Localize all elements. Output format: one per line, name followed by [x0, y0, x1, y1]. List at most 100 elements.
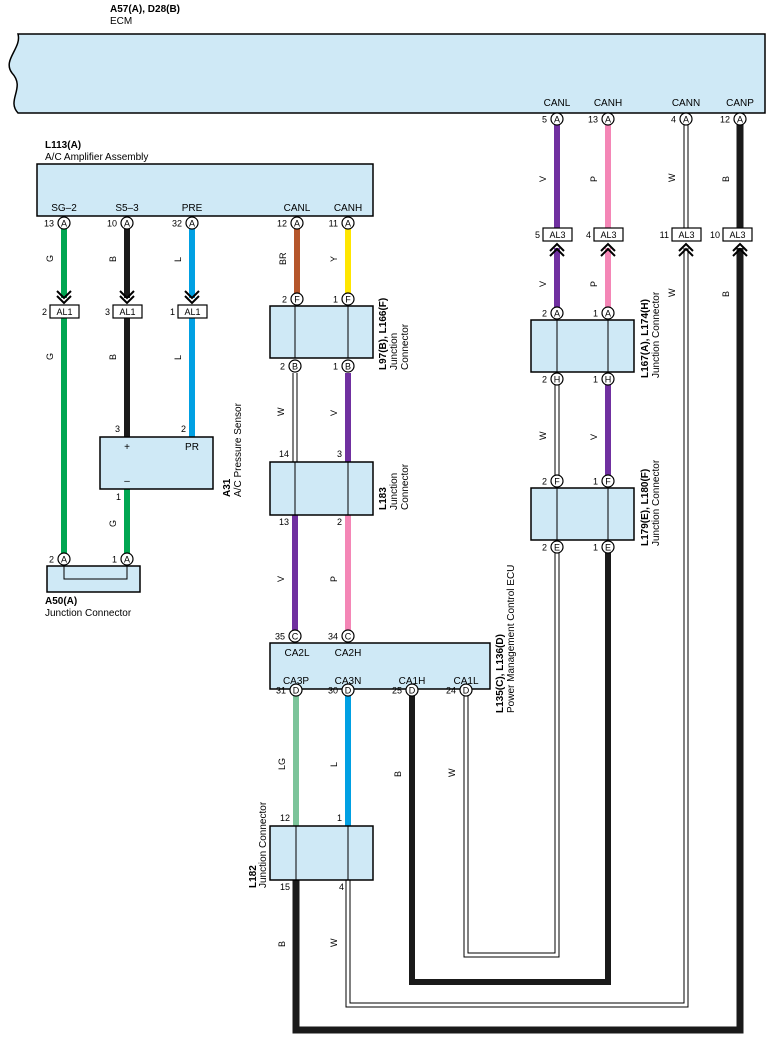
wire-code-v-l183: V	[276, 576, 286, 582]
ac-amp-pin-s53: A 10	[107, 216, 134, 230]
a50-name: Junction Connector	[45, 608, 132, 619]
wire-code-l-pm: L	[329, 762, 339, 767]
jc-l179-name: Junction Connector	[651, 459, 662, 546]
svg-text:AL3: AL3	[729, 230, 745, 240]
jc-l183-box	[269, 461, 374, 516]
jc-l179-id: L179(E), L180(F)	[640, 469, 651, 546]
al3-connector-5: AL3 5	[535, 227, 573, 257]
al1-connector-1: AL1 1	[170, 290, 208, 319]
svg-text:1: 1	[593, 375, 598, 385]
svg-text:5: 5	[542, 115, 547, 125]
pm-ecu-name: Power Management Control ECU	[506, 565, 517, 713]
svg-text:1: 1	[333, 295, 338, 305]
pm-ecu-box	[269, 642, 491, 690]
jc-l179-pin-bot-2: E 2	[542, 540, 564, 554]
svg-text:12: 12	[277, 219, 287, 229]
wire-code-l2: L	[173, 355, 183, 360]
svg-text:2: 2	[542, 309, 547, 319]
wire-code-lg: LG	[277, 758, 287, 770]
jc-l182-name: Junction Connector	[258, 801, 269, 888]
svg-text:AL1: AL1	[184, 307, 200, 317]
svg-text:A: A	[189, 219, 195, 229]
svg-text:1: 1	[593, 477, 598, 487]
svg-text:B: B	[345, 362, 351, 372]
jc-l97-id: L97(B), L166(F)	[378, 298, 389, 370]
jc-l182-pin-1: 1	[337, 813, 342, 823]
svg-text:13: 13	[44, 219, 54, 229]
jc-l179-pin-top-1: F 1	[593, 474, 615, 488]
jc-l167-box	[530, 319, 635, 373]
wire-code-b1: B	[108, 256, 118, 262]
jc-l182-id: L182	[248, 865, 259, 888]
pm-ecu-id: L135(C), L136(D)	[495, 634, 506, 713]
svg-text:AL1: AL1	[56, 307, 72, 317]
ecm-pin-label-cann: CANN	[672, 98, 700, 109]
wire-code-br: BR	[278, 252, 288, 265]
svg-text:11: 11	[329, 219, 338, 229]
jc-l167-pin-bot-1: H 1	[593, 372, 615, 386]
svg-text:4: 4	[586, 230, 591, 240]
al1-connector-2: AL1 2	[42, 290, 80, 319]
sensor-minus: –	[124, 476, 130, 487]
svg-text:2: 2	[542, 543, 547, 553]
sensor-id: A31	[222, 478, 233, 497]
jc-l97-pin-top-1: F 1	[333, 292, 355, 306]
sensor-box	[99, 436, 214, 490]
wire-code-v-al3: V	[538, 281, 548, 287]
al3-connector-4: AL3 4	[586, 227, 624, 257]
wire-code-w-l167: W	[538, 431, 548, 440]
jc-l179-pin-bot-1: E 1	[593, 540, 615, 554]
ac-amp-pin-canl: A 12	[277, 216, 304, 230]
jc-l97-pin-bot-2: B 2	[280, 359, 302, 373]
jc-l179-pin-top-2: F 2	[542, 474, 564, 488]
wire-code-b-canp-top: B	[721, 176, 731, 182]
svg-text:1: 1	[170, 307, 175, 317]
svg-text:13: 13	[588, 115, 598, 125]
ac-amp-pin-label-canl: CANL	[284, 203, 311, 214]
jc-l182-pin-15: 15	[280, 882, 290, 892]
wire-code-w-l97: W	[276, 407, 286, 416]
sensor-pin-1: 1	[116, 492, 121, 502]
al3-connector-11: AL3 11	[660, 227, 702, 257]
ac-amp-pin-canh: A 11	[329, 216, 355, 230]
al1-connector-3: AL1 3	[105, 290, 143, 319]
ac-amp-id: L113(A)	[45, 140, 81, 151]
wire-code-b-al3: B	[721, 291, 731, 297]
jc-l167-id: L167(A), L174(H)	[640, 299, 651, 378]
jc-l97-box	[269, 305, 374, 359]
wire-code-v-l97: V	[329, 410, 339, 416]
wire-code-w-ca1l: W	[447, 768, 457, 777]
ecm-pin-canh: A 13	[588, 112, 615, 126]
svg-text:32: 32	[172, 219, 182, 229]
svg-text:1: 1	[593, 543, 598, 553]
jc-l97-pin-top-2: F 2	[282, 292, 304, 306]
svg-text:1: 1	[112, 555, 117, 565]
svg-text:30: 30	[328, 686, 338, 696]
jc-l167-pin-top-1: A 1	[593, 306, 615, 320]
jc-l182-box	[269, 825, 374, 881]
wire-code-g1: G	[45, 255, 55, 262]
svg-text:E: E	[605, 543, 611, 553]
svg-text:D: D	[409, 686, 416, 696]
wire-code-w-al3: W	[667, 288, 677, 297]
svg-text:2: 2	[282, 295, 287, 305]
svg-text:AL3: AL3	[549, 230, 565, 240]
ac-amp-pin-pre: A 32	[172, 216, 199, 230]
wire-code-v-l167: V	[589, 434, 599, 440]
svg-text:11: 11	[660, 230, 669, 240]
wire-code-b-ca1h: B	[393, 771, 403, 777]
wire-b-ca1h	[409, 553, 611, 985]
ac-amp-pin-label-s53: S5–3	[115, 203, 139, 214]
jc-l182-pin-12: 12	[280, 813, 290, 823]
jc-l167-name: Junction Connector	[651, 291, 662, 378]
svg-text:E: E	[554, 543, 560, 553]
ac-amp-pin-label-canh: CANH	[334, 203, 362, 214]
svg-text:C: C	[345, 632, 352, 642]
svg-text:24: 24	[446, 686, 456, 696]
jc-l97-pin-bot-1: B 1	[333, 359, 355, 373]
svg-text:AL1: AL1	[119, 307, 135, 317]
svg-text:2: 2	[280, 362, 285, 372]
wire-code-p-ecm: P	[589, 176, 599, 182]
pm-ecu-pin-ca1h: D 25	[392, 683, 419, 697]
